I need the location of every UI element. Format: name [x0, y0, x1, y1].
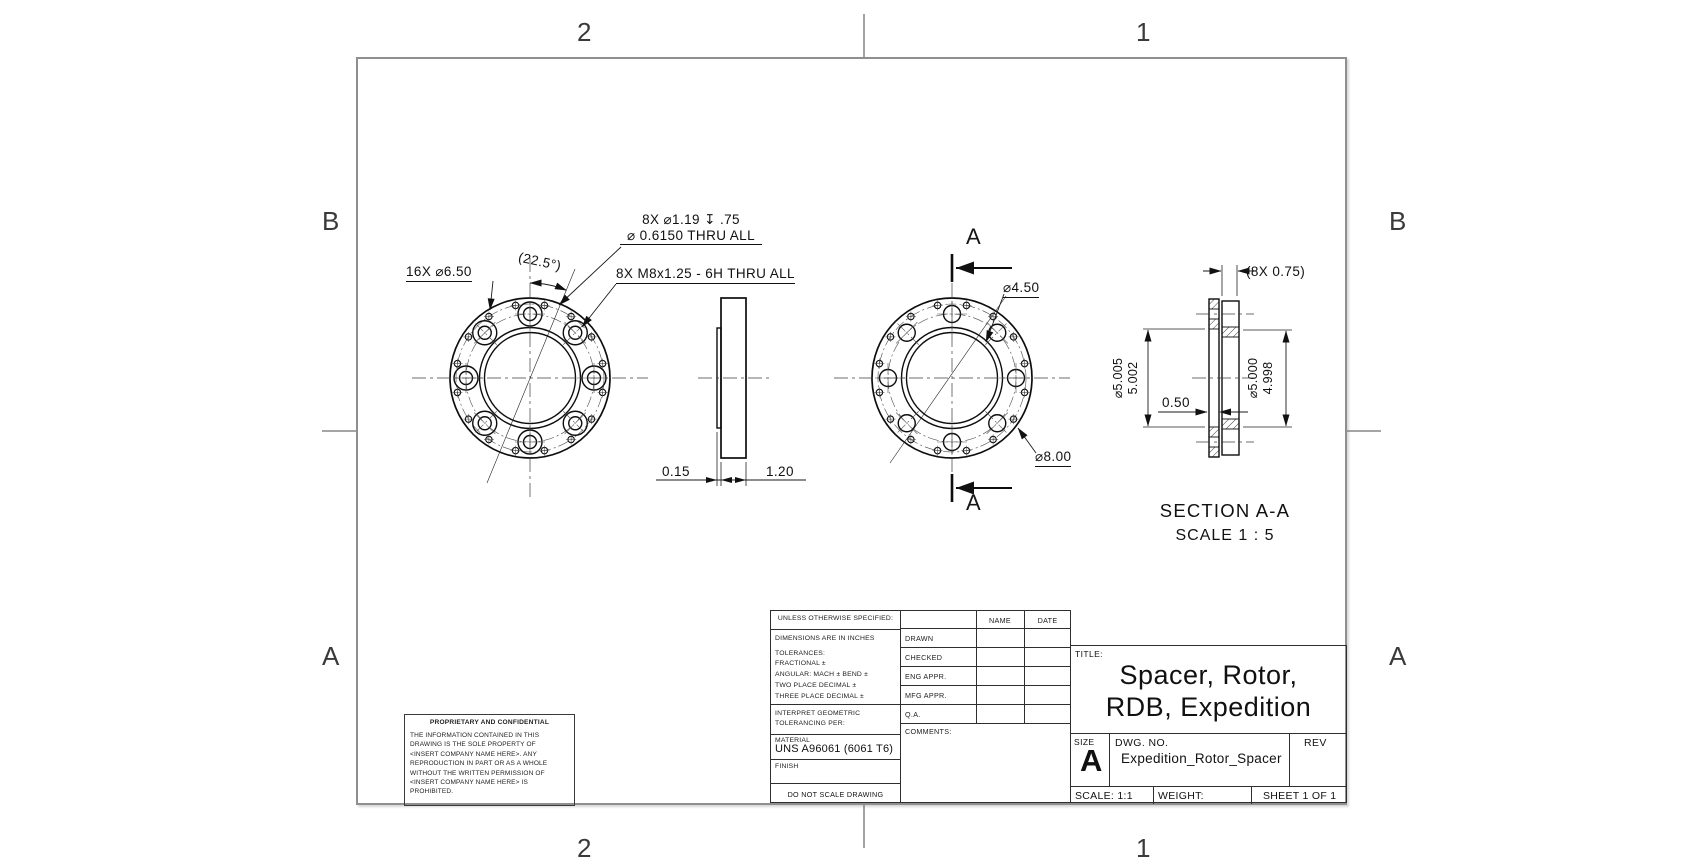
tb-title-label: TITLE: — [1075, 649, 1103, 659]
zone-ticks — [322, 14, 1381, 848]
tb-tol-line-1: TOLERANCES: — [775, 650, 826, 657]
tb-name-header: NAME — [989, 616, 1011, 625]
tb-do-not-scale: DO NOT SCALE DRAWING — [787, 790, 884, 799]
tb-sheet-label: SHEET 1 OF 1 — [1263, 790, 1337, 802]
proprietary-line-6: PROHIBITED. — [410, 788, 454, 796]
drawing-sheet — [356, 57, 1347, 805]
dim-od: ⌀8.00 — [1035, 449, 1072, 467]
dim-body-thickness: 1.20 — [766, 464, 794, 479]
zone-label-top-2: 2 — [577, 17, 592, 47]
section-scale: SCALE 1 : 5 — [1175, 527, 1275, 544]
tb-dwg-no-value[interactable]: Expedition_Rotor_Spacer — [1121, 751, 1282, 766]
tb-row-mfg-appr[interactable]: MFG APPR. — [905, 691, 947, 700]
tb-tol-line-0: DIMENSIONS ARE IN INCHES — [775, 635, 875, 642]
tb-unless-label: UNLESS OTHERWISE SPECIFIED: — [777, 615, 894, 622]
tb-size-value: A — [1080, 743, 1103, 778]
section-title: SECTION A-A — [1159, 500, 1291, 521]
dim-step: 0.50 — [1162, 395, 1190, 410]
tb-weight-label: WEIGHT: — [1158, 790, 1204, 802]
tb-tol-line-4: TWO PLACE DECIMAL ± — [775, 682, 857, 689]
proprietary-line-3: REPRODUCTION IN PART OR AS A WHOLE — [410, 760, 548, 768]
tb-material-value: UNS A96061 (6061 T6) — [775, 743, 894, 755]
titleblock-approvals: NAME DATE DRAWN CHECKED ENG APPR. MFG AP… — [900, 610, 1071, 803]
dim-ring-od: ⌀5.005 5.002 — [1111, 358, 1141, 399]
dim-ring-od-upper: ⌀5.005 — [1111, 357, 1125, 399]
dim-lip-thickness: 0.15 — [662, 464, 690, 479]
zone-label-right-b: B — [1389, 206, 1407, 236]
section-arrow-label-top: A — [966, 224, 981, 249]
dim-pilot-od: ⌀5.000 4.998 — [1246, 358, 1276, 399]
zone-label-top-1: 1 — [1136, 17, 1151, 47]
dim-16x-holes: 16X ⌀6.50 — [406, 264, 472, 282]
section-arrow-label-bottom: A — [966, 490, 981, 515]
tb-size-label: SIZE — [1074, 737, 1095, 747]
side-view — [656, 297, 806, 486]
dim-counterbore: 8X ⌀1.19 ↧ .75 ⌀ 0.6150 THRU ALL — [620, 212, 762, 246]
tb-row-checked[interactable]: CHECKED — [905, 653, 943, 662]
tb-tol-line-2: FRACTIONAL ± — [775, 660, 826, 667]
tb-date-header: DATE — [1037, 616, 1058, 625]
proprietary-note: PROPRIETARY AND CONFIDENTIAL THE INFORMA… — [404, 714, 575, 806]
tb-comments-label[interactable]: COMMENTS: — [905, 727, 952, 736]
dim-boss-depth: (8X 0.75) — [1246, 264, 1306, 279]
zone-label-left-b: B — [322, 206, 340, 236]
tb-rev-label: REV — [1304, 737, 1327, 749]
proprietary-heading: PROPRIETARY AND CONFIDENTIAL — [429, 719, 550, 726]
proprietary-line-1: DRAWING IS THE SOLE PROPERTY OF — [410, 741, 536, 749]
dim-pilot-od-upper: ⌀5.000 — [1246, 357, 1260, 399]
tb-scale-value: SCALE: 1:1 — [1075, 790, 1133, 802]
proprietary-line-4: WITHOUT THE WRITTEN PERMISSION OF — [410, 769, 545, 777]
tb-tol-line-5: THREE PLACE DECIMAL ± — [775, 693, 864, 700]
dim-bore: ⌀4.50 — [1003, 280, 1040, 298]
zone-label-bottom-2: 2 — [577, 833, 592, 863]
titleblock-left-column: UNLESS OTHERWISE SPECIFIED: DIMENSIONS A… — [770, 610, 901, 803]
dim-tapped-holes: 8X M8x1.25 - 6H THRU ALL — [616, 266, 795, 284]
dim-pilot-od-lower: 4.998 — [1261, 361, 1275, 395]
proprietary-line-0: THE INFORMATION CONTAINED IN THIS — [410, 732, 540, 739]
zone-label-left-a: A — [322, 641, 340, 671]
titleblock-right-column: TITLE: Spacer, Rotor, RDB, Expedition SI… — [1070, 645, 1347, 804]
cross-section-view — [1143, 265, 1292, 458]
dim-counterbore-line2: ⌀ 0.6150 THRU ALL — [627, 227, 755, 243]
zone-label-bottom-1: 1 — [1136, 833, 1151, 863]
tb-tol-line-3: ANGULAR: MACH ± BEND ± — [775, 671, 869, 678]
tb-interpret-line2: TOLERANCING PER: — [775, 720, 845, 727]
proprietary-line-2: <INSERT COMPANY NAME HERE>. ANY — [410, 750, 537, 758]
tb-row-qa[interactable]: Q.A. — [905, 710, 921, 719]
tb-row-eng-appr[interactable]: ENG APPR. — [905, 672, 947, 681]
dim-ring-od-lower: 5.002 — [1126, 361, 1140, 395]
tb-material-label: MATERIAL — [775, 737, 811, 744]
tb-title-line2: RDB, Expedition — [1105, 692, 1312, 722]
tb-dwg-no-label: DWG. NO. — [1115, 737, 1169, 749]
tb-row-drawn[interactable]: DRAWN — [905, 634, 934, 643]
dim-counterbore-line1: 8X ⌀1.19 ↧ .75 — [642, 212, 740, 227]
tb-title-line1: Spacer, Rotor, — [1119, 660, 1298, 690]
front-view — [412, 246, 648, 498]
tb-interpret-line1: INTERPRET GEOMETRIC — [775, 710, 861, 717]
section-view — [834, 254, 1070, 502]
tb-finish-label: FINISH — [775, 763, 799, 770]
zone-label-right-a: A — [1389, 641, 1407, 671]
proprietary-line-5: <INSERT COMPANY NAME HERE> IS — [410, 779, 529, 787]
